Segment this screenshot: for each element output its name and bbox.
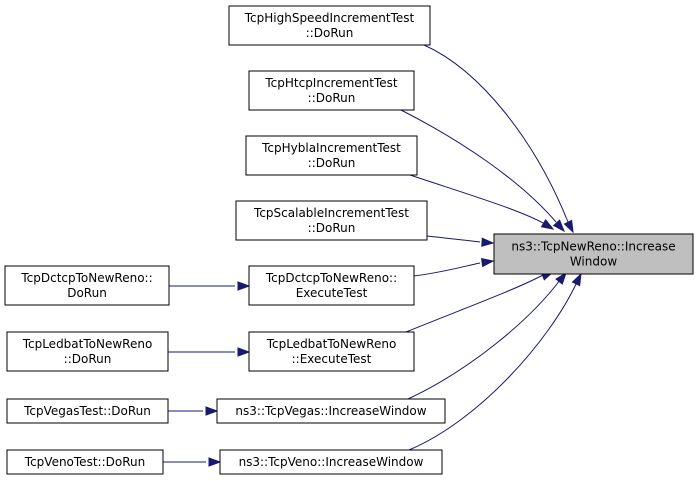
arrowhead-icon xyxy=(237,281,251,291)
arrowhead-icon xyxy=(237,347,251,357)
node-label-line: TcpVegasTest::DoRun xyxy=(23,404,151,418)
node-box xyxy=(493,233,694,275)
node-label-line: Window xyxy=(570,255,618,269)
edge-n11-focus xyxy=(408,272,582,451)
node-box xyxy=(248,70,415,111)
edge-n7-focus xyxy=(405,271,555,333)
edges-layer xyxy=(163,44,582,467)
edge-line xyxy=(409,174,546,225)
caller-node[interactable]: ns3::TcpVeno::IncreaseWindow xyxy=(219,449,443,475)
arrowhead-icon xyxy=(480,257,495,268)
edge-line xyxy=(426,235,481,243)
node-label-line: TcpLedbatToNewReno xyxy=(22,337,153,351)
node-label-line: ::DoRun xyxy=(308,221,356,235)
arrowhead-icon xyxy=(552,219,565,233)
node-label-line: ExecuteTest xyxy=(296,286,368,300)
node-label-line: ::DoRun xyxy=(308,91,356,105)
node-label-line: TcpHighSpeedIncrementTest xyxy=(244,11,415,25)
node-label-line: TcpScalableIncrementTest xyxy=(253,206,409,220)
node-box xyxy=(245,135,418,176)
nodes-layer: ns3::TcpNewReno::IncreaseWindow TcpHighSp… xyxy=(4,5,694,475)
edge-line xyxy=(408,281,578,451)
caller-node[interactable]: TcpHyblaIncrementTest::DoRun xyxy=(245,135,418,176)
node-box xyxy=(6,398,169,424)
node-box xyxy=(228,5,431,46)
node-label-line: DoRun xyxy=(67,286,107,300)
arrowhead-icon xyxy=(208,457,222,467)
node-label-line: TcpVenoTest::DoRun xyxy=(24,455,145,469)
node-label-line: ns3::TcpVegas::IncreaseWindow xyxy=(235,404,426,418)
caller-node[interactable]: ns3::TcpVegas::IncreaseWindow xyxy=(216,398,446,424)
node-box xyxy=(6,449,164,475)
node-box xyxy=(219,449,443,475)
caller-node[interactable]: TcpLedbatToNewReno::ExecuteTest xyxy=(248,331,415,372)
caller-node[interactable]: TcpDctcpToNewReno::ExecuteTest xyxy=(248,265,415,306)
arrowhead-icon xyxy=(481,237,495,247)
arrowhead-icon xyxy=(540,219,555,230)
node-label-line: ::DoRun xyxy=(308,156,356,170)
arrowhead-icon xyxy=(555,271,567,285)
caller-node[interactable]: TcpLedbatToNewReno::DoRun xyxy=(6,331,169,372)
node-label-line: TcpDctcpToNewReno:: xyxy=(265,271,397,285)
arrowhead-icon xyxy=(571,272,582,287)
edge-n2-focus xyxy=(400,109,565,233)
focus-node: ns3::TcpNewReno::IncreaseWindow xyxy=(493,233,694,275)
edge-n5-focus xyxy=(413,257,495,277)
node-box xyxy=(216,398,446,424)
edge-n4-focus xyxy=(426,235,495,247)
edge-n12-n11 xyxy=(163,457,222,467)
caller-node[interactable]: TcpDctcpToNewReno::DoRun xyxy=(4,265,170,306)
node-box xyxy=(6,331,169,372)
edge-n9-focus xyxy=(407,271,567,400)
edge-n3-focus xyxy=(409,174,555,230)
caller-node[interactable]: TcpScalableIncrementTest::DoRun xyxy=(235,200,428,241)
edge-line xyxy=(405,273,546,333)
edge-line xyxy=(413,262,481,277)
node-box xyxy=(248,265,415,306)
edge-n10-n9 xyxy=(168,406,219,416)
node-label-line: ns3::TcpNewReno::Increase xyxy=(511,240,675,254)
caller-node[interactable]: TcpVenoTest::DoRun xyxy=(6,449,164,475)
node-label-line: ns3::TcpVeno::IncreaseWindow xyxy=(239,455,424,469)
edge-line xyxy=(423,44,569,223)
caller-node[interactable]: TcpVegasTest::DoRun xyxy=(6,398,169,424)
node-box xyxy=(235,200,428,241)
node-label-line: TcpLedbatToNewReno xyxy=(266,337,397,351)
node-label-line: TcpHyblaIncrementTest xyxy=(261,141,401,155)
edge-n1-focus xyxy=(423,44,574,234)
arrowhead-icon xyxy=(563,219,574,234)
node-label-line: ::ExecuteTest xyxy=(292,352,372,366)
node-label-line: ::DoRun xyxy=(64,352,112,366)
caller-node[interactable]: TcpHighSpeedIncrementTest::DoRun xyxy=(228,5,431,46)
arrowhead-icon xyxy=(205,406,219,416)
caller-node[interactable]: TcpHtcpIncrementTest::DoRun xyxy=(248,70,415,111)
edge-n6-n5 xyxy=(169,281,251,291)
edge-n8-n7 xyxy=(168,347,251,357)
node-label-line: ::DoRun xyxy=(306,26,354,40)
node-box xyxy=(248,331,415,372)
node-box xyxy=(4,265,170,306)
node-label-line: TcpDctcpToNewReno:: xyxy=(20,271,152,285)
edge-line xyxy=(407,279,561,400)
edge-line xyxy=(400,109,557,223)
node-label-line: TcpHtcpIncrementTest xyxy=(264,76,398,90)
